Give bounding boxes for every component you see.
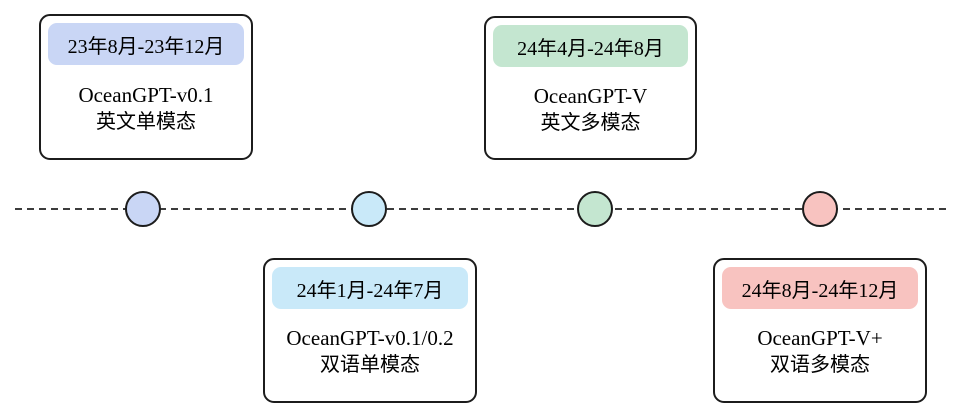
card-body: OceanGPT-v0.1/0.2 双语单模态 (272, 309, 468, 394)
timeline-node-icon (577, 191, 613, 227)
timeline-dashed-line (15, 208, 948, 210)
timeline-node-icon (351, 191, 387, 227)
model-title: OceanGPT-v0.1 (78, 82, 214, 107)
timeline-node-icon (802, 191, 838, 227)
period-badge: 24年4月-24年8月 (493, 25, 688, 67)
timeline-node-icon (125, 191, 161, 227)
card-body: OceanGPT-v0.1 英文单模态 (48, 65, 244, 151)
milestone-card: 24年4月-24年8月 OceanGPT-V 英文多模态 (484, 16, 697, 160)
card-body: OceanGPT-V+ 双语多模态 (722, 309, 918, 394)
modality-label: 双语单模态 (320, 354, 420, 376)
period-badge: 24年1月-24年7月 (272, 267, 468, 309)
milestone-card: 24年1月-24年7月 OceanGPT-v0.1/0.2 双语单模态 (263, 258, 477, 403)
card-body: OceanGPT-V 英文多模态 (493, 67, 688, 151)
model-title: OceanGPT-V (533, 83, 648, 108)
modality-label: 双语多模态 (770, 354, 870, 376)
model-title: OceanGPT-v0.1/0.2 (286, 326, 454, 350)
model-title: OceanGPT-V+ (757, 326, 883, 350)
milestone-card: 23年8月-23年12月 OceanGPT-v0.1 英文单模态 (39, 14, 253, 160)
period-badge: 23年8月-23年12月 (48, 23, 244, 65)
period-badge: 24年8月-24年12月 (722, 267, 918, 309)
milestone-card: 24年8月-24年12月 OceanGPT-V+ 双语多模态 (713, 258, 927, 403)
modality-label: 英文单模态 (96, 110, 196, 133)
modality-label: 英文多模态 (540, 111, 641, 134)
